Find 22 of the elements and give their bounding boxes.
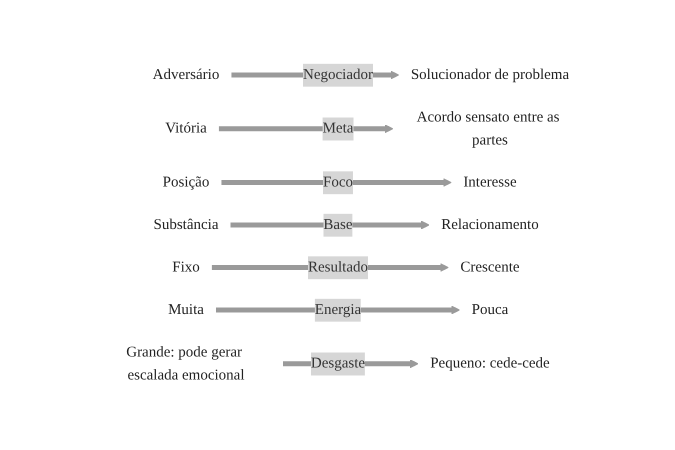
edge-label: Energia [314, 302, 361, 318]
node-text: Muita [168, 302, 204, 318]
edge-label: Desgaste [310, 356, 365, 372]
edge-label: Base [322, 216, 352, 233]
node-text: Pouca [471, 302, 508, 318]
edge-label: Foco [322, 174, 352, 190]
node-text: Posição [162, 174, 209, 190]
node-text: Crescente [460, 259, 520, 276]
edge-label: Resultado [308, 259, 368, 276]
node-text: Solucionador de problema [410, 66, 569, 83]
node-text: Substância [153, 216, 218, 233]
node-text: Grande: pode gerar escalada emocional [126, 344, 244, 383]
node-text: Pequeno: cede-cede [430, 356, 550, 372]
arrow [220, 178, 452, 187]
node-text: Relacionamento [440, 216, 538, 233]
node-text: Vitória [164, 120, 206, 136]
edge-label: Negociador [302, 66, 372, 83]
node-text: Interesse [462, 174, 516, 190]
node-text: Fixo [172, 259, 200, 276]
edge-label: Meta [322, 120, 353, 136]
node-text: Acordo sensato entre as partes [416, 109, 560, 148]
node-text: Adversário [152, 66, 219, 83]
